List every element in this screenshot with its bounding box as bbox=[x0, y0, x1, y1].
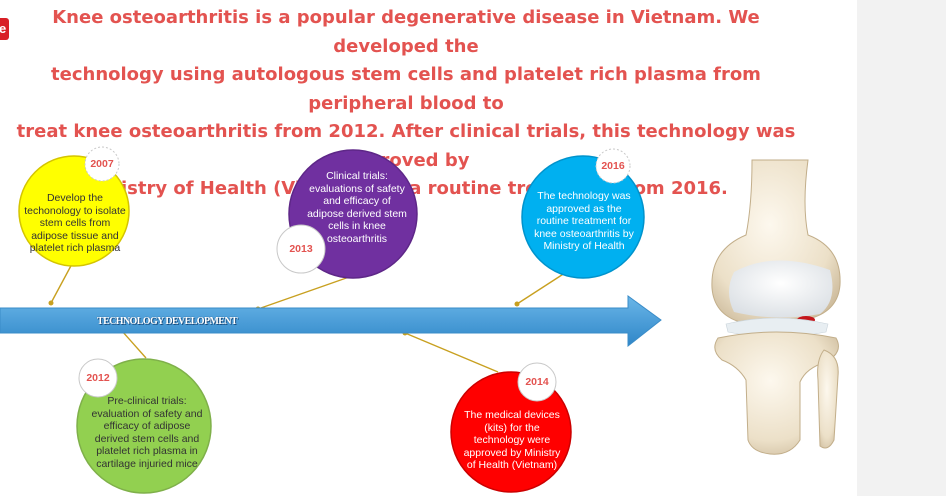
badge-2012 bbox=[78, 358, 118, 398]
badge-2016 bbox=[595, 148, 631, 184]
connector-2014 bbox=[404, 332, 499, 373]
badge-2013 bbox=[276, 224, 326, 274]
year-label-2007: 2007 bbox=[90, 158, 114, 170]
headline-line: Knee osteoarthritis is a popular degener… bbox=[52, 7, 760, 57]
timeline-arrow bbox=[0, 295, 662, 348]
milestone-2012-text: Pre-clinical trials: evaluation of safet… bbox=[91, 395, 203, 470]
badge-2014 bbox=[517, 362, 557, 402]
badge-2007 bbox=[84, 146, 120, 182]
milestone-2016-circle bbox=[521, 155, 645, 279]
connector-2012 bbox=[121, 330, 147, 359]
headline-line: technology using autologous stem cells a… bbox=[51, 64, 761, 114]
year-label-2014: 2014 bbox=[525, 376, 549, 388]
milestone-2007-circle bbox=[18, 155, 130, 267]
milestone-2007-text: Develop the techonology to isolate stem … bbox=[24, 192, 126, 255]
timeline-arrow-label: TECHNOLOGY DEVELOPMENT bbox=[97, 316, 238, 327]
connector-lines bbox=[50, 261, 569, 373]
milestone-2014-text: The medical devices (kits) for the techn… bbox=[463, 409, 561, 472]
year-badges bbox=[78, 146, 631, 402]
corner-tag: e bbox=[0, 18, 9, 40]
milestone-2013-text: Clinical trials: evaluations of safety a… bbox=[307, 170, 407, 245]
right-side-panel bbox=[857, 0, 946, 496]
connector-2013 bbox=[257, 275, 353, 310]
connector-2016 bbox=[516, 270, 569, 305]
milestone-2014-circle bbox=[450, 371, 572, 493]
year-label-2016: 2016 bbox=[601, 160, 625, 172]
connector-2007 bbox=[50, 261, 74, 304]
year-label-2012: 2012 bbox=[86, 372, 110, 384]
year-label-2013: 2013 bbox=[289, 243, 313, 255]
knee-joint-illustration bbox=[711, 159, 841, 455]
milestone-2016-text: The technology was approved as the routi… bbox=[534, 190, 634, 253]
